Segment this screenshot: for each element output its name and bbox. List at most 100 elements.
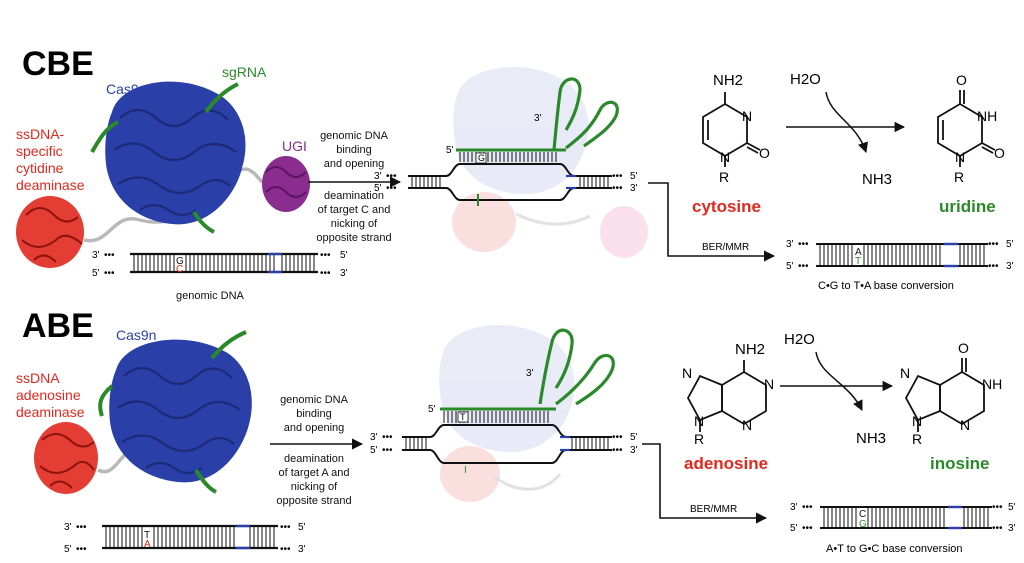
cbe-product-3prime-left: 3' — [786, 239, 794, 250]
abe-inosine-label: inosine — [930, 454, 990, 473]
abe-deaminase-protein — [34, 422, 98, 494]
cbe-step2-line-4: opposite strand — [316, 232, 391, 244]
cbe-bubble-dots-br: ••• — [612, 183, 623, 194]
abe-repair-arrow — [642, 443, 768, 524]
cbe-deaminase-protein — [16, 196, 84, 268]
abe-adenosine-n7: N — [682, 365, 692, 381]
abe-product-top-base: C — [859, 509, 866, 520]
cbe-product-5prime-right: 5' — [1006, 239, 1014, 250]
abe-repair-label: BER/MMR — [690, 504, 737, 515]
abe-adenosine-n1: N — [764, 376, 774, 392]
cbe-bubble-3prime-right: 3' — [630, 183, 638, 194]
abe-adenosine-label: adenosine — [684, 454, 768, 473]
abe-target-top-base: T — [144, 530, 150, 541]
abe-target-bottom-base: A — [144, 539, 151, 550]
abe-genomic-3prime-right: 3' — [298, 544, 306, 555]
abe-conversion-label: A•T to G•C base conversion — [826, 543, 963, 555]
cbe-deaminase-line-4: deaminase — [16, 177, 85, 193]
cbe-genomic-3prime-left: 3' — [92, 250, 100, 261]
cbe-product-top-base: A — [855, 247, 862, 258]
cbe-bubble-5prime-right: 5' — [630, 171, 638, 182]
abe-bubble-dots-tl: ••• — [382, 432, 393, 443]
cbe-conversion-label: C•G to T•A base conversion — [818, 280, 954, 292]
abe-ammonia-label: NH3 — [856, 430, 886, 447]
abe-step2-line-4: opposite strand — [276, 495, 351, 507]
abe-water-arrow — [815, 351, 863, 411]
cbe-deaminase-line-1: ssDNA- — [16, 126, 65, 142]
abe-genomic-5prime-right: 5' — [298, 522, 306, 533]
cbe-bubble-5prime-green: 5' — [446, 145, 454, 156]
abe-bubble-5prime-green: 5' — [428, 404, 436, 415]
abe-step2-line-2: of target A and — [279, 467, 350, 479]
abe-deaminase-label: ssDNA adenosine deaminase — [16, 370, 85, 420]
cbe-uridine-structure — [937, 90, 996, 167]
abe-cas9n-protein — [109, 339, 252, 483]
abe-genomic-5prime-left: 5' — [64, 544, 72, 555]
abe-inosine-nh: NH — [982, 376, 1002, 392]
abe-inosine-n3: N — [960, 417, 970, 433]
abe-sgrna-hairpins — [538, 328, 615, 406]
abe-faded-complex — [439, 325, 575, 502]
abe-genomic-dna: T A 3' ••• 5' ••• ••• 5' ••• 3' — [64, 522, 306, 555]
cbe-product-3prime-right: 3' — [1006, 261, 1014, 272]
cbe-cas9n-label: Cas9n — [106, 81, 146, 97]
cbe-title: CBE — [22, 45, 94, 83]
cbe-bubble-dots-bl: ••• — [386, 183, 397, 194]
cbe-step2-line-3: nicking of — [331, 218, 378, 230]
cbe-product-dna: A T 3' ••• 5' ••• ••• 5' ••• 3' C•G to T… — [786, 239, 1014, 292]
abe-step-text: genomic DNA binding and opening deaminat… — [276, 394, 351, 507]
abe-step2-line-3: nicking of — [291, 481, 338, 493]
abe-deaminase-line-1: ssDNA — [16, 370, 60, 386]
cbe-target-bottom-base: C — [176, 264, 183, 275]
abe-inosine-o: O — [958, 340, 969, 356]
cbe-cytosine-n1: N — [720, 149, 730, 165]
cbe-uridine-label: uridine — [939, 197, 996, 216]
cbe-genomic-5prime-left: 5' — [92, 268, 100, 279]
abe-inosine-n9: N — [912, 413, 922, 429]
abe-water-label: H2O — [784, 331, 815, 348]
cbe-cas9n-protein — [105, 81, 246, 225]
cbe-cytosine-amine: NH2 — [713, 72, 743, 89]
cbe-cytosine-label: cytosine — [692, 197, 761, 216]
cbe-target-top-base: G — [176, 256, 184, 267]
cbe-uridine-o: O — [994, 145, 1005, 161]
abe-product-3prime-left: 3' — [790, 502, 798, 513]
abe-step1-line-2: binding — [296, 408, 331, 420]
abe-bubble-bottom-base: I — [464, 465, 467, 476]
cbe-water-label: H2O — [790, 71, 821, 88]
cbe-step1-line-2: binding — [336, 144, 371, 156]
cbe-cytosine-o: O — [759, 145, 770, 161]
abe-inosine-r: R — [912, 431, 922, 447]
cbe-bubble-base: G — [478, 153, 485, 163]
abe-bubble-base: T — [460, 412, 466, 422]
cbe-bubble-5prime-left: 5' — [374, 183, 382, 194]
cbe-dna-bubble: 5' G 3' ••• 5' ••• ••• 5' ••• 3' — [374, 145, 638, 206]
cbe-deaminase-label: ssDNA- specific cytidine deaminase — [16, 126, 85, 193]
cbe-repair-arrow — [648, 182, 776, 262]
abe-product-bottom-base: G — [859, 519, 867, 530]
cbe-genomic-dots-br: ••• — [320, 268, 331, 279]
abe-step2-line-1: deamination — [284, 453, 344, 465]
cbe-genomic-3prime-right: 3' — [340, 268, 348, 279]
abe-genomic-3prime-left: 3' — [64, 522, 72, 533]
cbe-panel: CBE ssDNA- specific cytidine deaminase C… — [16, 45, 1014, 302]
cbe-deaminase-line-2: specific — [16, 143, 63, 159]
abe-product-5prime-left: 5' — [790, 523, 798, 534]
cbe-water-arrow — [825, 91, 868, 153]
abe-product-dots-tr: ••• — [992, 502, 1003, 513]
cbe-genomic-label: genomic DNA — [176, 290, 245, 302]
abe-adenosine-r: R — [694, 431, 704, 447]
cbe-sgrna-label: sgRNA — [222, 64, 267, 80]
abe-bubble-dots-bl: ••• — [382, 445, 393, 456]
cbe-ugi-protein — [262, 156, 310, 212]
cbe-product-dots-br: ••• — [988, 261, 999, 272]
cbe-step1-line-3: and opening — [324, 158, 385, 170]
abe-product-3prime-right: 3' — [1008, 523, 1016, 534]
cbe-bubble-dots-tl: ••• — [386, 171, 397, 182]
abe-product-5prime-right: 5' — [1008, 502, 1016, 513]
abe-adenosine-structure — [686, 360, 767, 432]
abe-genomic-dots-br: ••• — [280, 544, 291, 555]
cbe-faded-complex — [452, 67, 648, 258]
abe-bubble-3prime-right: 3' — [630, 445, 638, 456]
cbe-genomic-dots-bl: ••• — [104, 268, 115, 279]
